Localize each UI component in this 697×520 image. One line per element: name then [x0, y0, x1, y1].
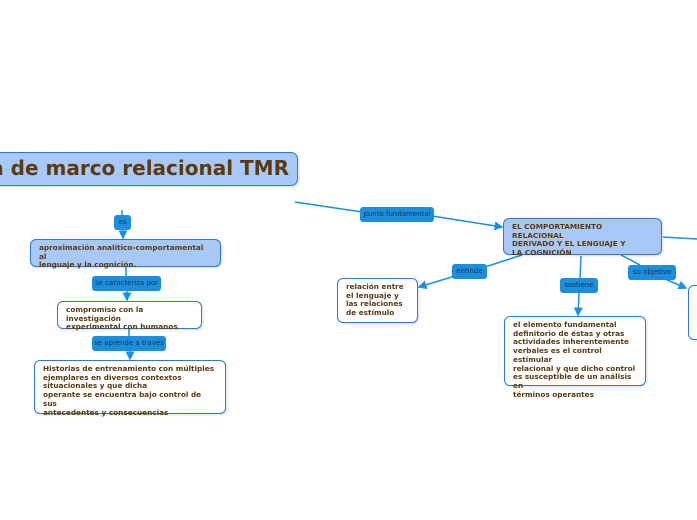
label-sostiene[interactable]: sostiene — [560, 278, 598, 293]
link-central-right — [662, 236, 697, 240]
link-objetivo-right — [664, 278, 688, 290]
node-objetivo-clipped[interactable] — [688, 285, 697, 340]
link-central-sostiene — [579, 255, 582, 279]
node-aproximacion[interactable]: aproximación analítico-comportamental al… — [30, 239, 221, 269]
node-relacion[interactable]: relación entre el lenguaje y las relacio… — [337, 278, 418, 323]
link-entinde-relacion — [417, 275, 456, 290]
node-compromiso[interactable]: compromiso con la investigación experime… — [57, 301, 202, 331]
root-topic[interactable]: ía de marco relacional TMR — [0, 152, 298, 186]
node-historias[interactable]: Historias de entrenamiento con múltiples… — [34, 360, 226, 416]
link-central-entinde — [484, 254, 523, 268]
label-su-objetivo[interactable]: su objetivo — [628, 265, 676, 280]
label-entinde[interactable]: entinde — [452, 264, 487, 279]
node-comportamiento-relacional[interactable]: EL COMPORTAMIENTO RELACIONAL DERIVADO Y … — [503, 218, 662, 257]
link-sostiene-elemento — [573, 291, 583, 317]
label-punto-fundamental[interactable]: punto fundamental — [360, 207, 434, 222]
label-es[interactable]: es — [114, 215, 131, 230]
link-central-objetivo — [620, 254, 641, 266]
label-se-aprende-a-traves[interactable]: se aprende a través — [92, 336, 166, 351]
link-punto-central — [431, 215, 504, 231]
link-title-punto — [294, 201, 363, 213]
label-se-caracteriza-por[interactable]: se caracteriza por — [92, 276, 161, 291]
node-elemento-fundamental[interactable]: el elemento fundamental definitorio de é… — [504, 316, 646, 398]
